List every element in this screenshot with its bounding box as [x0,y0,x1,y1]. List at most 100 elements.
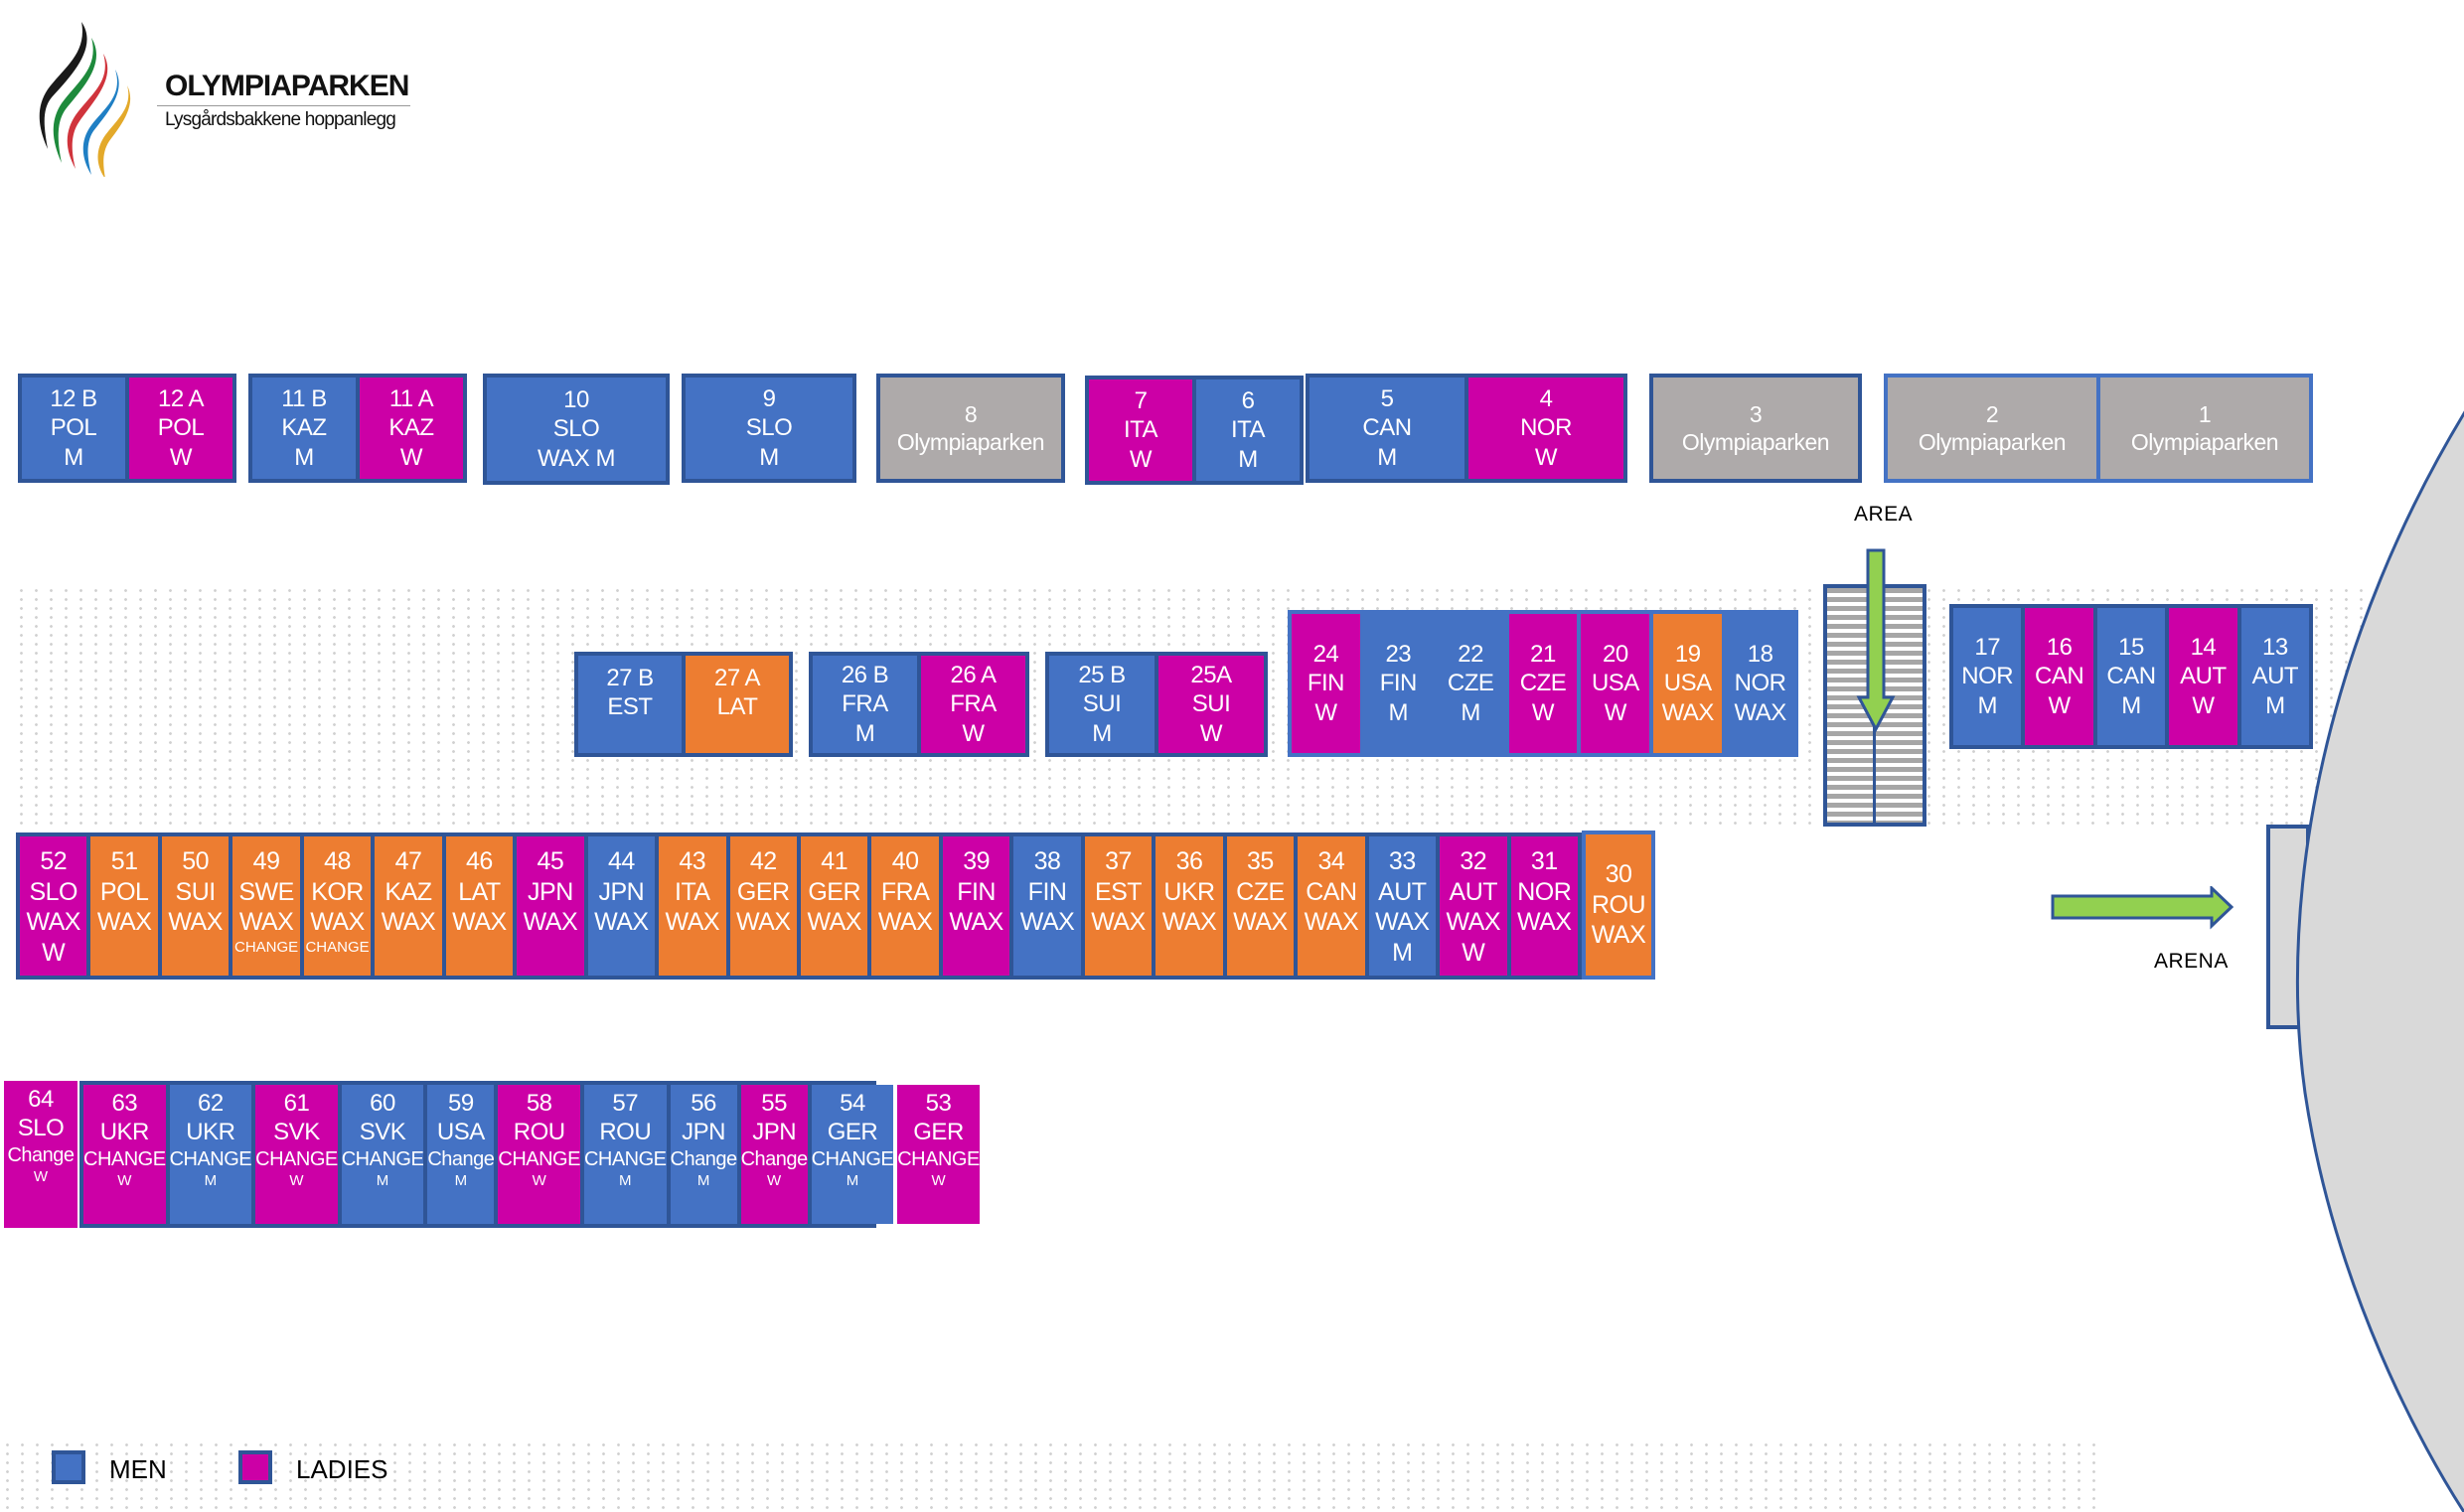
booth-nation: Olympiaparken [1681,429,1830,455]
booth-type: WAX [1304,908,1359,936]
booth-nation: UKR [99,1119,150,1146]
booth-nation: ROU [599,1119,652,1146]
booth-type: WAX [96,908,152,936]
booth-id: 60 [370,1090,395,1117]
booth-type: M [1377,443,1397,471]
booth-id: 43 [679,847,706,875]
booth-nation: JPN [682,1119,725,1146]
booth-id: 36 [1175,847,1203,875]
olympic-flame-icon [39,22,131,177]
booth-nation: GER [827,1119,878,1146]
booth-nation: CAN [2106,663,2156,690]
area-label: AREA [1854,503,1914,526]
booth-id: 40 [891,847,919,875]
booth-nation: Olympiaparken [1918,429,2067,455]
booth-nation: JPN [598,877,645,906]
arena-label: ARENA [2154,950,2229,973]
booth-id: 62 [198,1090,224,1117]
logo-subtitle: Lysgårdsbakkene hoppanlegg [165,109,396,130]
booth-id: 42 [749,847,777,875]
booth-id: 55 [761,1090,787,1117]
booth-type: CHANGE [897,1147,980,1170]
booth-id: 32 [1460,847,1487,875]
booth-nation: USA [436,1119,485,1146]
booth-extra: M [618,1171,632,1189]
booth-nation: ROU [1591,890,1646,919]
booth-extra: CHANGE [233,938,299,956]
booth-nation: GER [736,877,790,906]
booth-nation: FRA [880,877,930,906]
booth-nation: CAN [1306,877,1357,906]
booth-extra: W [931,1171,946,1189]
